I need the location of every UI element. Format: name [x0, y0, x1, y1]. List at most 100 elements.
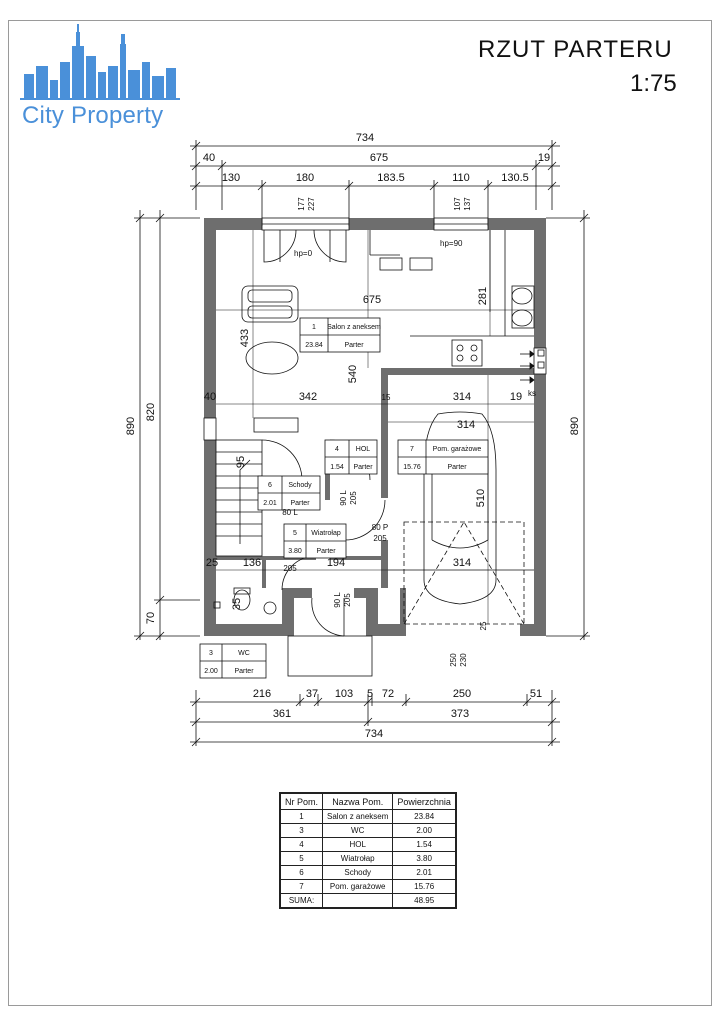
left-dimension-lines [134, 210, 200, 641]
bottom-dimension-lines [190, 690, 560, 747]
dim-bottom-373: 373 [451, 708, 469, 720]
room-tag-level: Parter [234, 668, 254, 675]
room-tag-name: Salon z aneksem [327, 324, 381, 331]
door-label-205-garage: 205 [373, 534, 387, 543]
dim-15: 15 [382, 393, 391, 402]
label-ks: ks [528, 389, 536, 398]
dim-top-183-5: 183.5 [377, 172, 405, 184]
room-tag-level: Parter [353, 464, 373, 471]
room-area-table: Nr Pom. Nazwa Pom. Powierzchnia 1 Salon … [279, 792, 457, 909]
dim-bottom-216: 216 [253, 688, 271, 700]
table-cell-nr: 6 [279, 865, 324, 880]
room-tag-area: 15.76 [403, 464, 421, 471]
dim-bottom-37: 37 [306, 688, 318, 700]
right-dimension-line [546, 210, 590, 641]
room-tag-5: 5 Wiatrołap 3.80 Parter [283, 523, 347, 559]
door-label-90l-entrance: 90 L [333, 592, 342, 608]
label-hp90: hp=90 [440, 239, 463, 248]
entrance-steps [287, 635, 373, 677]
room-tag-area: 3.80 [288, 548, 302, 555]
brand-name: City Property [22, 102, 164, 129]
exterior-walls [204, 218, 546, 636]
dim-window1-227: 227 [307, 197, 316, 211]
dim-675-interior: 675 [363, 294, 381, 306]
living-furniture [241, 285, 299, 433]
table-header-area: Powierzchnia [392, 792, 457, 810]
garage-door [403, 521, 525, 625]
dim-top-40: 40 [203, 152, 215, 164]
dim-40-left: 40 [204, 391, 216, 403]
dim-right-890: 890 [569, 417, 581, 435]
door-label-80l: 80 L [282, 508, 298, 517]
dim-250-gate: 250 [449, 653, 458, 667]
table-header-nr: Nr Pom. [279, 792, 324, 810]
room-tag-nr: 5 [293, 530, 297, 537]
dim-230-gate: 230 [459, 653, 468, 667]
room-tag-nr: 7 [410, 446, 414, 453]
table-cell-area: 3.80 [392, 851, 457, 866]
table-row: 4 HOL 1.54 [279, 837, 457, 852]
door-label-205-wc: 205 [283, 564, 297, 573]
door-label-90l-hol: 90 L [339, 490, 348, 506]
table-cell-name: Wiatrołap [322, 851, 394, 866]
dim-314-top: 314 [453, 391, 471, 403]
room-tag-3: 3 WC 2.00 Parter [199, 643, 267, 679]
room-tag-4: 4 HOL 1.54 Parter [324, 439, 378, 475]
door-label-205-hol: 205 [349, 491, 358, 505]
room-tag-nr: 3 [209, 650, 213, 657]
table-cell-nr: 1 [279, 809, 324, 824]
dim-314-bottom: 314 [453, 557, 471, 569]
table-cell-name: Schody [322, 865, 394, 880]
dim-top-19: 19 [538, 152, 550, 164]
dim-314-garage: 314 [457, 419, 475, 431]
room-tag-area: 2.01 [263, 500, 277, 507]
dim-bottom-51: 51 [530, 688, 542, 700]
table-cell-nr: 4 [279, 837, 324, 852]
table-cell-name: HOL [322, 837, 394, 852]
room-tag-name: HOL [356, 446, 371, 453]
windows [203, 217, 547, 441]
dim-194: 194 [327, 557, 345, 569]
table-row: 7 Pom. garażowe 15.76 [279, 879, 457, 894]
table-sum-label: SUMA: [279, 893, 324, 909]
dim-bottom-361: 361 [273, 708, 291, 720]
dim-433: 433 [239, 329, 251, 347]
ventilation-arrows [520, 349, 545, 384]
door-label-80p: 80 P [372, 523, 388, 532]
dim-top-110: 110 [452, 172, 470, 184]
room-tag-area: 1.54 [330, 464, 344, 471]
room-tag-nr: 6 [268, 482, 272, 489]
dim-left-70: 70 [145, 612, 157, 624]
dim-top-total: 734 [356, 132, 374, 144]
table-sum-row: SUMA: 48.95 [279, 893, 457, 909]
room-tag-nr: 1 [312, 324, 316, 331]
dim-left-890: 890 [125, 417, 137, 435]
room-tag-level: Parter [344, 342, 364, 349]
table-cell-name: WC [322, 823, 394, 838]
dim-281: 281 [477, 287, 489, 305]
drawing-scale: 1:75 [630, 70, 677, 97]
dim-bottom-250: 250 [453, 688, 471, 700]
table-sum-empty [322, 893, 394, 909]
dim-bottom-total: 734 [365, 728, 383, 740]
door-label-205-entrance: 205 [343, 593, 352, 607]
dim-top-675: 675 [370, 152, 388, 164]
city-skyline-logo [20, 24, 180, 100]
dim-window1-177: 177 [297, 197, 306, 211]
dim-bottom-72: 72 [382, 688, 394, 700]
dim-top-130: 130 [222, 172, 240, 184]
dim-top-130-5: 130.5 [501, 172, 529, 184]
room-tag-1: 1 Salon z aneksem 23.84 Parter [299, 317, 381, 353]
dim-19-right: 19 [510, 391, 522, 403]
table-row: 1 Salon z aneksem 23.84 [279, 809, 457, 824]
dim-25-garage: 25 [479, 621, 488, 630]
table-header-row: Nr Pom. Nazwa Pom. Powierzchnia [279, 792, 457, 810]
drawing-title: RZUT PARTERU [478, 36, 673, 63]
drawing-sheet [8, 20, 712, 1006]
table-cell-area: 23.84 [392, 809, 457, 824]
label-hp0: hp=0 [294, 249, 313, 258]
table-cell-area: 1.54 [392, 837, 457, 852]
table-cell-area: 2.00 [392, 823, 457, 838]
dim-136: 136 [243, 557, 261, 569]
